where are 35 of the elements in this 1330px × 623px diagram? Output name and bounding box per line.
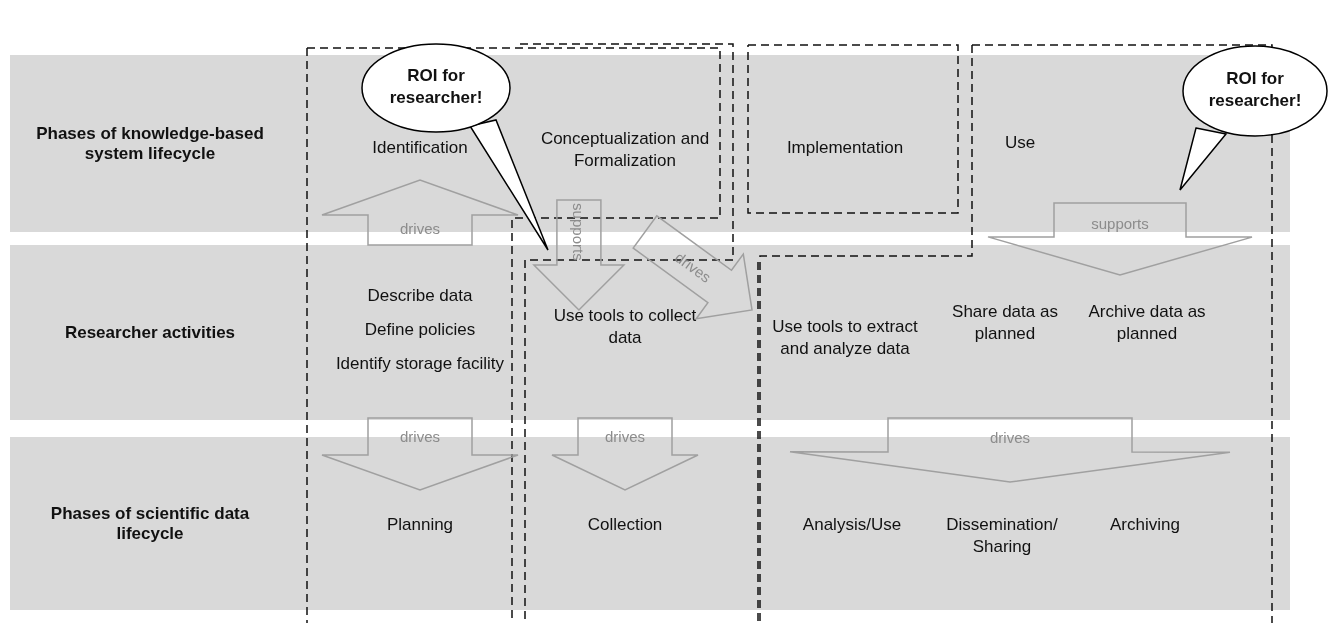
node-text: Planning [386,513,454,536]
edge-label: drives [400,220,440,238]
block-arrow [321,417,519,491]
bubble-text: ROI for researcher! [388,65,484,110]
block-arrow [789,417,1231,483]
block-arrow [532,199,626,312]
node-text: Share data as planned [951,300,1059,345]
lane-header: Phases of knowledge-based system lifecycle [35,123,265,164]
edge-label: drives [605,428,645,446]
block-arrow [632,214,753,320]
node-text: Use [1004,131,1036,154]
node-text: Define policies [364,318,476,341]
block-arrow [987,202,1253,276]
node-text: Use tools to collect data [552,304,698,349]
lane-header: Phases of scientific data lifecycle [49,503,251,544]
lane-header: Researcher activities [63,322,237,343]
edge-label: drives [400,428,440,446]
edge-label: drives [990,428,1031,446]
node-text: Identify storage facility [335,353,505,376]
block-arrow [321,179,519,246]
node-text: Identification [372,136,468,159]
block-arrow [551,417,699,491]
bubble-text: ROI for researcher! [1207,68,1303,113]
node-text: Use tools to extract and analyze data [771,315,919,360]
edge-label: supports [1091,215,1149,233]
node-text: Describe data [367,284,473,307]
node-text: Implementation [786,136,904,159]
node-text: Archiving [1110,513,1180,536]
node-text: Analysis/Use [802,513,902,536]
node-text: Dissemination/ Sharing [945,513,1059,558]
node-text: Collection [587,513,663,536]
node-text: Conceptualization and Formalization [539,127,711,172]
speech-bubble [361,43,511,133]
node-text: Archive data as planned [1087,300,1207,345]
edge-label: supports [570,203,588,261]
